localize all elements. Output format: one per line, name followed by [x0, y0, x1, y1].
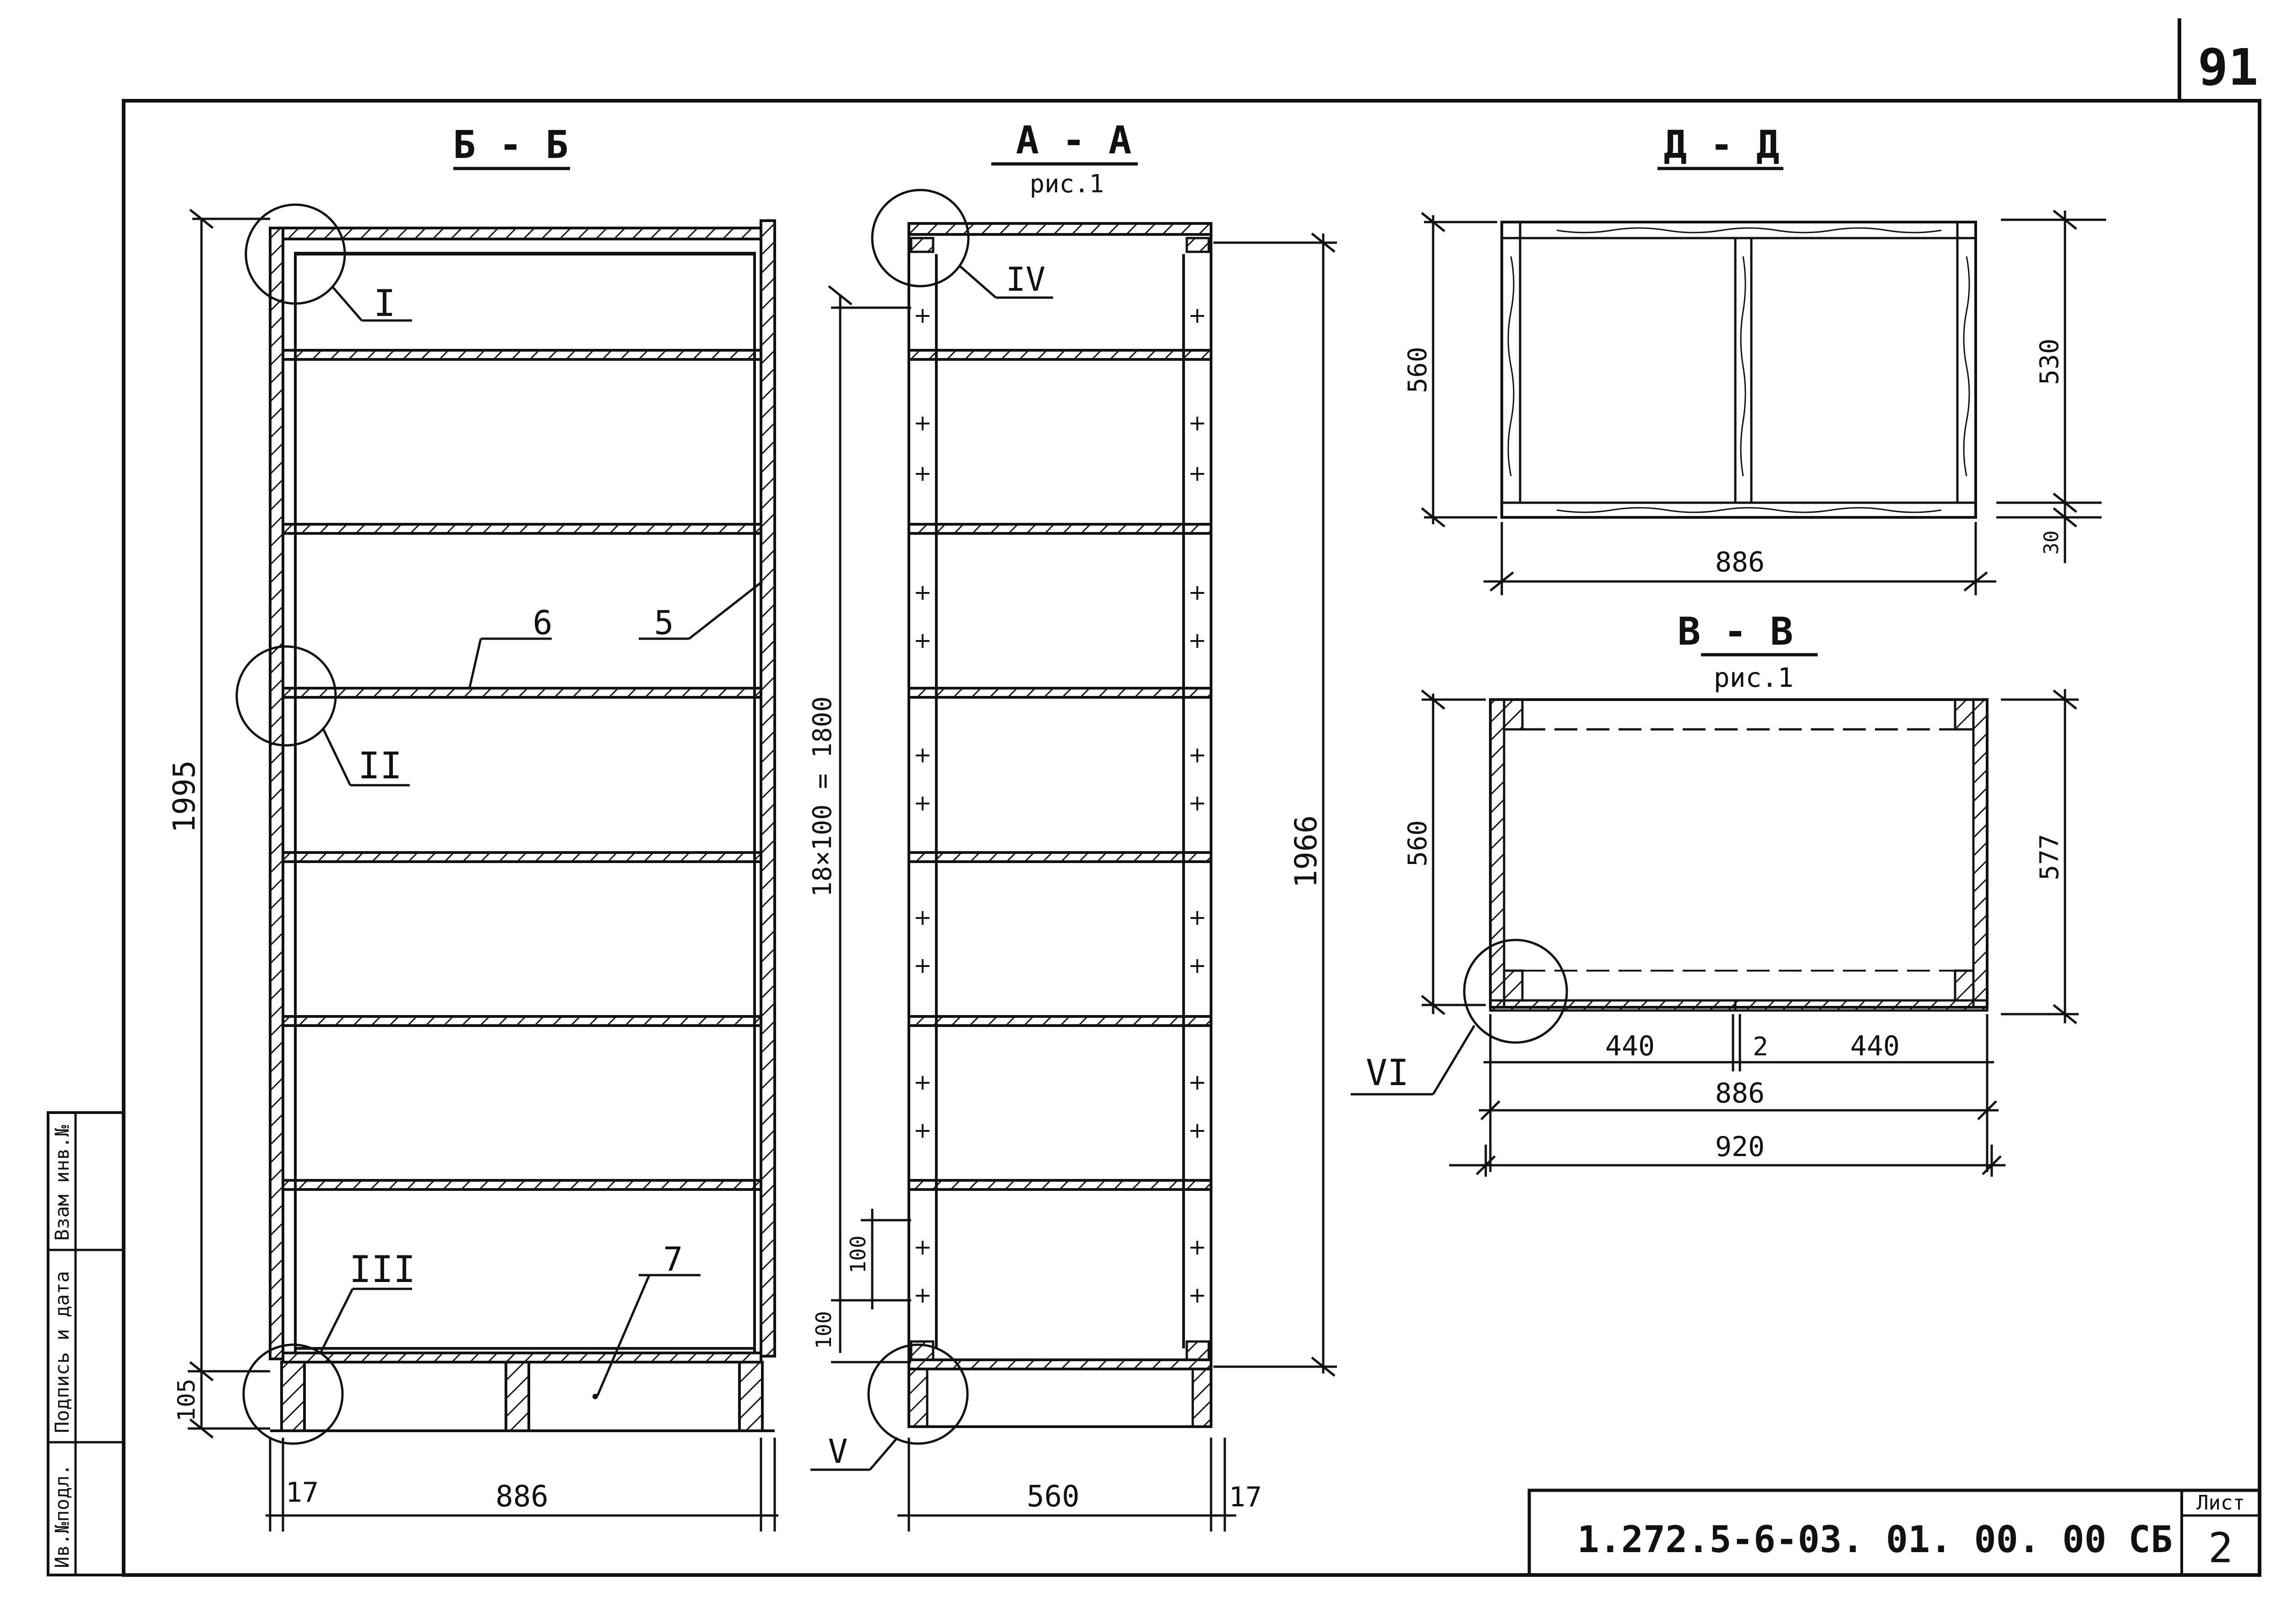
part-5-label: 5 — [654, 603, 674, 642]
screw-mark — [1190, 586, 1204, 600]
callout-label-ii: II — [358, 744, 402, 787]
view-aa-title: А - А — [1016, 118, 1132, 163]
callout-label-iv: IV — [1006, 260, 1046, 299]
vv-frame — [1489, 698, 1989, 1009]
screw-mark — [1190, 309, 1204, 323]
callout-circle-ii — [235, 645, 337, 747]
aa-frame — [907, 222, 1212, 1428]
part-6-label: 6 — [532, 603, 552, 642]
view-bb: Б - Б I — [167, 122, 778, 1532]
vv-seg2-dim: 440 — [1850, 1030, 1900, 1062]
vv-left-dim: 560 — [1403, 820, 1433, 866]
screw-mark — [916, 634, 929, 648]
callout-circle-iii — [242, 1343, 344, 1445]
part-7-label: 7 — [663, 1240, 683, 1278]
dd-left-dim: 560 — [1403, 347, 1433, 393]
side-stamp: Взам инв.№ Подпись и дата Ив.№подл. — [47, 1111, 125, 1576]
screw-mark — [1190, 1289, 1204, 1303]
sheet-number: 2 — [2208, 1524, 2233, 1572]
page-number: 91 — [2198, 38, 2258, 97]
aa-screw-marks — [916, 309, 1204, 1303]
screw-mark — [1190, 634, 1204, 648]
screw-mark — [916, 1241, 929, 1255]
bb-shelves — [282, 349, 762, 1191]
view-vv-title: В - В — [1678, 609, 1793, 654]
title-block: 1.272.5-6-03. 01. 00. 00 СБ Лист 2 — [1527, 1488, 2261, 1577]
bb-side-dim: 17 — [286, 1477, 319, 1509]
bb-left-wall — [269, 227, 284, 1360]
view-dd: Д - Д 560 530 30 — [1403, 122, 2106, 595]
aa-side-dim: 17 — [1229, 1481, 1262, 1513]
dd-right-top-dim: 530 — [2035, 338, 2065, 385]
screw-mark — [916, 586, 929, 600]
aa-depth-dim: 560 — [1027, 1480, 1080, 1514]
callout-label-i: I — [374, 282, 396, 325]
screw-mark — [1190, 1076, 1204, 1090]
screw-mark — [1190, 467, 1204, 481]
vv-right-dim: 577 — [2035, 834, 2065, 880]
aa-step1-dim: 100 — [846, 1235, 870, 1273]
screw-mark — [1190, 1241, 1204, 1255]
stamp-signature-date: Подпись и дата — [51, 1271, 73, 1433]
stamp-original-inv: Ив.№подл. — [51, 1464, 73, 1568]
vv-inner-dim: 886 — [1715, 1077, 1765, 1109]
dd-width-dim: 886 — [1715, 546, 1765, 578]
screw-mark — [916, 309, 929, 323]
screw-mark — [1190, 1124, 1204, 1138]
bb-top-board — [282, 227, 762, 240]
aa-height-dim: 1966 — [1288, 815, 1324, 888]
callout-circle-iv — [871, 189, 970, 288]
callout-circle-vi — [1463, 939, 1568, 1044]
view-vv: В - В рис.1 VI 560 577 — [1351, 609, 2079, 1177]
bb-width-dim: 886 — [495, 1480, 549, 1514]
sheet-frame: 91 Взам инв.№ Подпись и дата Ив.№подл. 1… — [47, 18, 2261, 1577]
screw-mark — [916, 911, 929, 925]
aa-step2-dim: 100 — [811, 1311, 836, 1349]
callout-label-v: V — [828, 1432, 848, 1471]
callout-circle-i — [244, 203, 346, 305]
screw-mark — [916, 1289, 929, 1303]
vv-seg1-dim: 440 — [1605, 1030, 1655, 1062]
screw-mark — [1190, 959, 1204, 973]
screw-mark — [916, 959, 929, 973]
screw-mark — [1190, 417, 1204, 430]
screw-mark — [916, 1076, 929, 1090]
bb-height-dim: 1995 — [167, 760, 202, 833]
screw-mark — [1190, 749, 1204, 762]
vv-gap-dim: 2 — [1753, 1032, 1768, 1062]
drawing-code: 1.272.5-6-03. 01. 00. 00 СБ — [1577, 1518, 2173, 1561]
view-aa-subtitle: рис.1 — [1030, 169, 1104, 198]
screw-mark — [916, 1124, 929, 1138]
sheet-label: Лист — [2196, 1491, 2245, 1515]
screw-mark — [916, 417, 929, 430]
stamp-replace-inv: Взам инв.№ — [51, 1124, 73, 1241]
callout-circle-v — [867, 1343, 969, 1445]
screw-mark — [1190, 911, 1204, 925]
view-bb-title: Б - Б — [453, 122, 569, 167]
screw-mark — [916, 749, 929, 762]
screw-mark — [1190, 797, 1204, 810]
callout-label-vi: VI — [1366, 1053, 1409, 1094]
vv-outer-dim: 920 — [1715, 1131, 1765, 1163]
bb-right-wall — [760, 219, 776, 1358]
aa-shelves — [907, 349, 1212, 1370]
callout-label-iii: III — [349, 1248, 416, 1291]
aa-pitch-dim: 18×100 = 1800 — [808, 696, 837, 897]
view-aa: А - А рис.1 IV — [808, 118, 1337, 1532]
dd-frame — [1500, 221, 1977, 519]
screw-mark — [916, 467, 929, 481]
bb-base-dim: 105 — [173, 1379, 201, 1422]
dd-right-bottom-dim: 30 — [2040, 531, 2063, 555]
view-dd-title: Д - Д — [1664, 122, 1780, 167]
view-vv-subtitle: рис.1 — [1714, 662, 1794, 693]
screw-mark — [916, 797, 929, 810]
